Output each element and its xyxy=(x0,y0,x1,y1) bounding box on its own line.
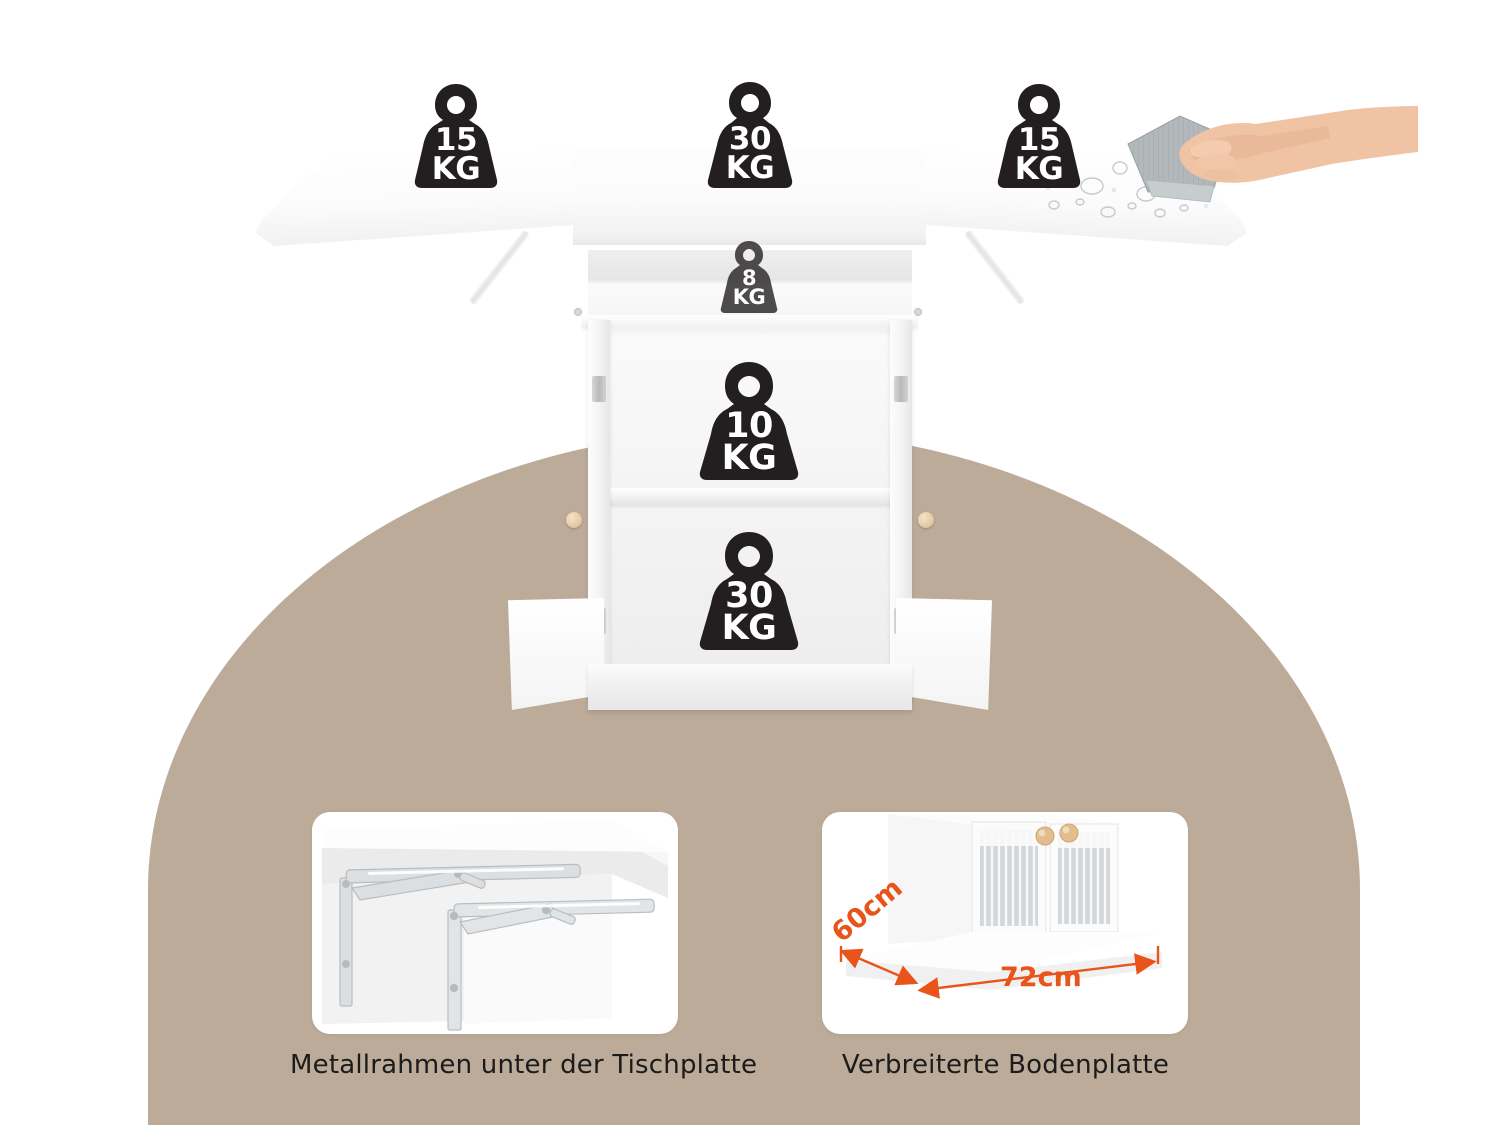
load-badge-shelf-upper: 10 KG xyxy=(697,358,801,482)
weight-icon xyxy=(997,84,1081,188)
weight-icon xyxy=(414,84,498,188)
door-knob-left-icon xyxy=(566,512,582,528)
base-plate-front xyxy=(588,664,912,710)
bracket-pin-left-icon xyxy=(574,308,582,316)
wide-base-illustration xyxy=(839,814,1162,999)
cabinet-shelf-middle xyxy=(606,488,894,505)
cleaning-hand-icon xyxy=(1127,106,1418,203)
feature-panel-wide-base xyxy=(822,812,1188,1034)
base-plate-right-wing xyxy=(896,598,992,710)
bracket-pin-right-icon xyxy=(914,308,922,316)
load-badge-open-shelf: 8 KG xyxy=(719,238,779,314)
hand-shape xyxy=(1179,106,1418,183)
load-badge-top-center: 30 KG xyxy=(706,78,794,190)
base-plate xyxy=(508,590,992,718)
weight-icon xyxy=(699,532,799,650)
weight-icon xyxy=(707,82,793,188)
support-bracket-right-icon xyxy=(963,229,1026,306)
feature-caption-metal-frame: Metallrahmen unter der Tischplatte xyxy=(290,1050,758,1080)
feature-panel-metal-frame xyxy=(312,812,678,1034)
weight-icon xyxy=(699,362,799,480)
feature-caption-wide-base: Verbreiterte Bodenplatte xyxy=(841,1050,1170,1080)
dimension-label-width: 72cm xyxy=(1000,962,1082,993)
hinge-icon xyxy=(894,376,908,402)
load-badge-leaf-right: 15 KG xyxy=(996,80,1082,190)
load-badge-shelf-lower: 30 KG xyxy=(697,528,801,652)
weight-icon xyxy=(720,241,778,313)
support-bracket-left-icon xyxy=(468,229,531,306)
door-knob-right-icon xyxy=(918,512,934,528)
folding-bracket-illustration xyxy=(322,820,668,1031)
hinge-icon xyxy=(592,376,606,402)
load-badge-leaf-left: 15 KG xyxy=(413,80,499,190)
